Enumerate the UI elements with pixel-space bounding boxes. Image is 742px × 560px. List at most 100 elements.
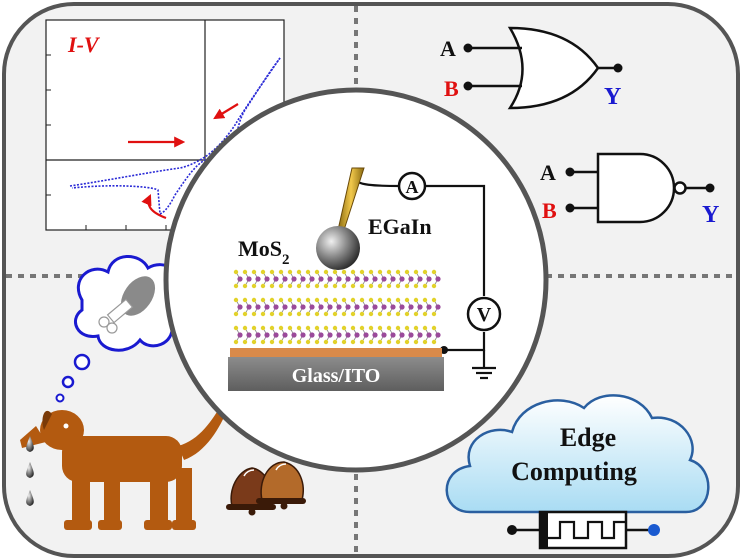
s-atom: [305, 297, 311, 303]
or-output-y: Y: [604, 84, 621, 110]
material-label-main: MoS: [238, 236, 282, 261]
mo-atom: [237, 332, 243, 338]
s-atom: [287, 339, 293, 345]
mo-atom: [237, 304, 243, 310]
mo-atom: [435, 276, 441, 282]
s-atom: [341, 297, 347, 303]
voltmeter-label: V: [477, 304, 492, 326]
s-atom: [233, 269, 239, 275]
s-atom: [350, 325, 356, 331]
s-atom: [323, 283, 329, 289]
s-atom: [287, 325, 293, 331]
s-atom: [341, 283, 347, 289]
s-atom: [404, 269, 410, 275]
arrow-down-left: [141, 193, 167, 220]
thought-dot-3: [55, 393, 65, 403]
s-atom: [242, 339, 248, 345]
nand-input-a: A: [540, 160, 556, 185]
s-atom: [314, 283, 320, 289]
mo-atom: [300, 276, 306, 282]
s-atom: [296, 297, 302, 303]
s-atom: [278, 297, 284, 303]
ammeter-icon[interactable]: [397, 171, 427, 201]
iv-label-i: I: [67, 32, 78, 57]
s-atom: [305, 325, 311, 331]
mo-atom: [282, 304, 288, 310]
mo-atom: [273, 332, 279, 338]
s-atom: [431, 311, 437, 317]
mo-atom: [300, 332, 306, 338]
mo-atom: [435, 332, 441, 338]
s-atom: [422, 311, 428, 317]
mo-atom: [390, 332, 396, 338]
mo-atom: [264, 332, 270, 338]
mo-atom: [255, 304, 261, 310]
mo-atom: [336, 304, 342, 310]
mo-atom: [345, 332, 351, 338]
mo-atom: [417, 276, 423, 282]
s-atom: [431, 283, 437, 289]
ground-icon: [472, 366, 496, 380]
ammeter-label: A: [406, 177, 419, 197]
s-atom: [314, 311, 320, 317]
s-atom: [233, 311, 239, 317]
s-atom: [377, 311, 383, 317]
s-atom: [413, 325, 419, 331]
s-atom: [269, 311, 275, 317]
s-atom: [233, 325, 239, 331]
mo-atom: [354, 304, 360, 310]
s-atom: [269, 339, 275, 345]
s-atom: [287, 311, 293, 317]
mo-atom: [291, 332, 297, 338]
mo-atom: [255, 276, 261, 282]
s-atom: [395, 297, 401, 303]
mo-atom: [381, 332, 387, 338]
s-atom: [332, 339, 338, 345]
s-atom: [413, 283, 419, 289]
mo-atom: [273, 304, 279, 310]
s-atom: [377, 325, 383, 331]
s-atom: [368, 297, 374, 303]
s-atom: [242, 311, 248, 317]
s-atom: [368, 325, 374, 331]
s-atom: [305, 269, 311, 275]
thought-dot-2: [61, 375, 75, 389]
or-gate: A B Y: [440, 26, 623, 110]
s-atom: [341, 339, 347, 345]
s-atom: [296, 311, 302, 317]
s-atom: [386, 269, 392, 275]
mo-atom: [426, 304, 432, 310]
s-atom: [359, 283, 365, 289]
s-atom: [386, 311, 392, 317]
s-atom: [332, 325, 338, 331]
s-atom: [269, 269, 275, 275]
s-atom: [431, 325, 437, 331]
mo-atom: [426, 332, 432, 338]
mo-atom: [336, 332, 342, 338]
s-atom: [404, 311, 410, 317]
s-atom: [413, 297, 419, 303]
mo-atom: [327, 304, 333, 310]
glass-substrate: [228, 357, 444, 391]
mo-atom: [282, 332, 288, 338]
nand-output-y: Y: [702, 202, 719, 228]
s-atom: [413, 339, 419, 345]
pavlov-scene: [20, 255, 306, 530]
s-atom: [287, 297, 293, 303]
s-atom: [422, 269, 428, 275]
s-atom: [278, 283, 284, 289]
s-atom: [368, 269, 374, 275]
s-atom: [305, 339, 311, 345]
mo-atom: [345, 304, 351, 310]
s-atom: [242, 283, 248, 289]
mo-atom: [363, 276, 369, 282]
voltmeter-icon[interactable]: [466, 296, 502, 332]
nand-bubble: [673, 181, 687, 195]
mo-atom: [426, 276, 432, 282]
mo-atom: [327, 276, 333, 282]
mo-atom: [390, 276, 396, 282]
mo-atom: [408, 332, 414, 338]
mo-atom: [318, 276, 324, 282]
mo-atom: [435, 304, 441, 310]
s-atom: [332, 269, 338, 275]
